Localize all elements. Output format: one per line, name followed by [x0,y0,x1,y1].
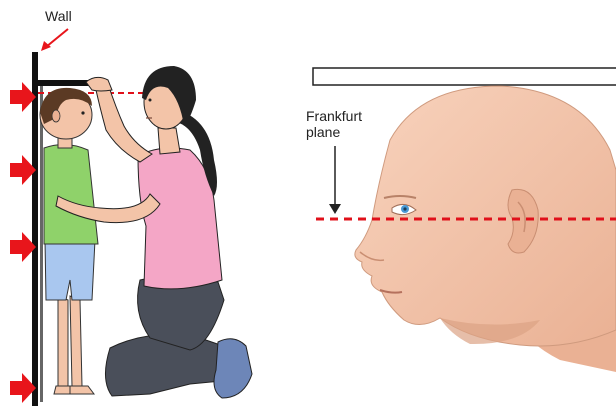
frankfurt-label-line1: Frankfurt [306,108,396,124]
frankfurt-label-line2: plane [306,124,396,140]
wall-pointer-icon [41,29,68,51]
down-arrow-icon [329,146,341,214]
head-board [313,68,616,85]
height-measurement-illustration [10,29,252,406]
wall [32,52,38,406]
frankfurt-plane-label: Frankfurt plane [306,108,396,140]
wall-edge [40,84,43,402]
wall-label: Wall [45,8,72,24]
child-figure [40,88,98,394]
